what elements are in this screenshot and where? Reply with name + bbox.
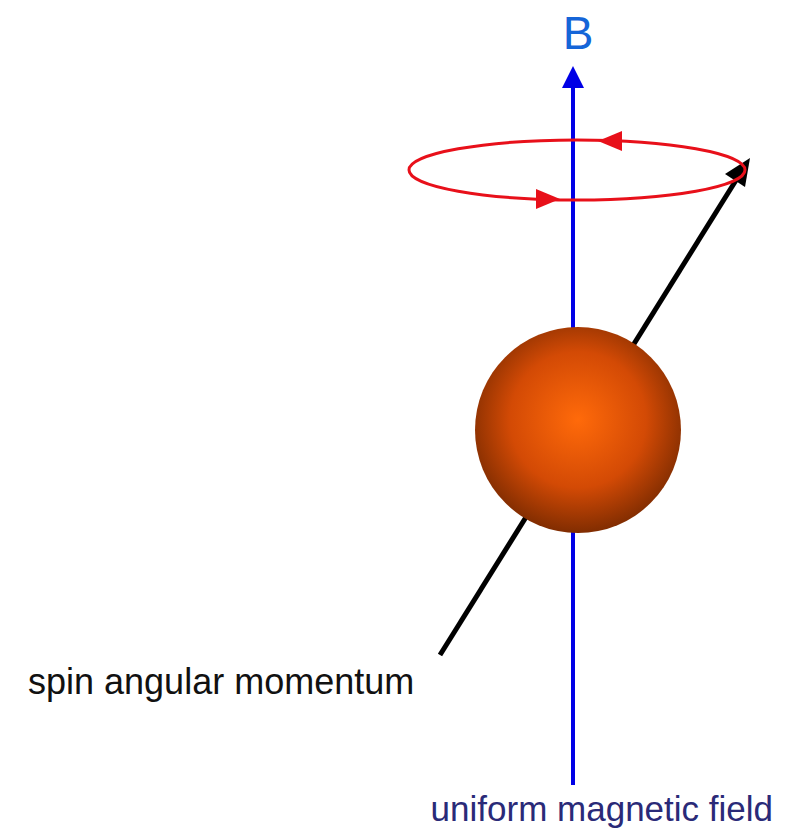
field-symbol: B (561, 8, 596, 59)
precession-orbit (409, 140, 745, 200)
spin-vector-line (440, 177, 738, 655)
field-arrowhead (562, 66, 584, 88)
spin-label: spin angular momentum (26, 662, 416, 702)
orbit-arrowhead (598, 131, 622, 151)
orbit-arrowhead (536, 189, 560, 209)
field-label: uniform magnetic field (429, 790, 775, 829)
spinning-particle (475, 327, 681, 533)
